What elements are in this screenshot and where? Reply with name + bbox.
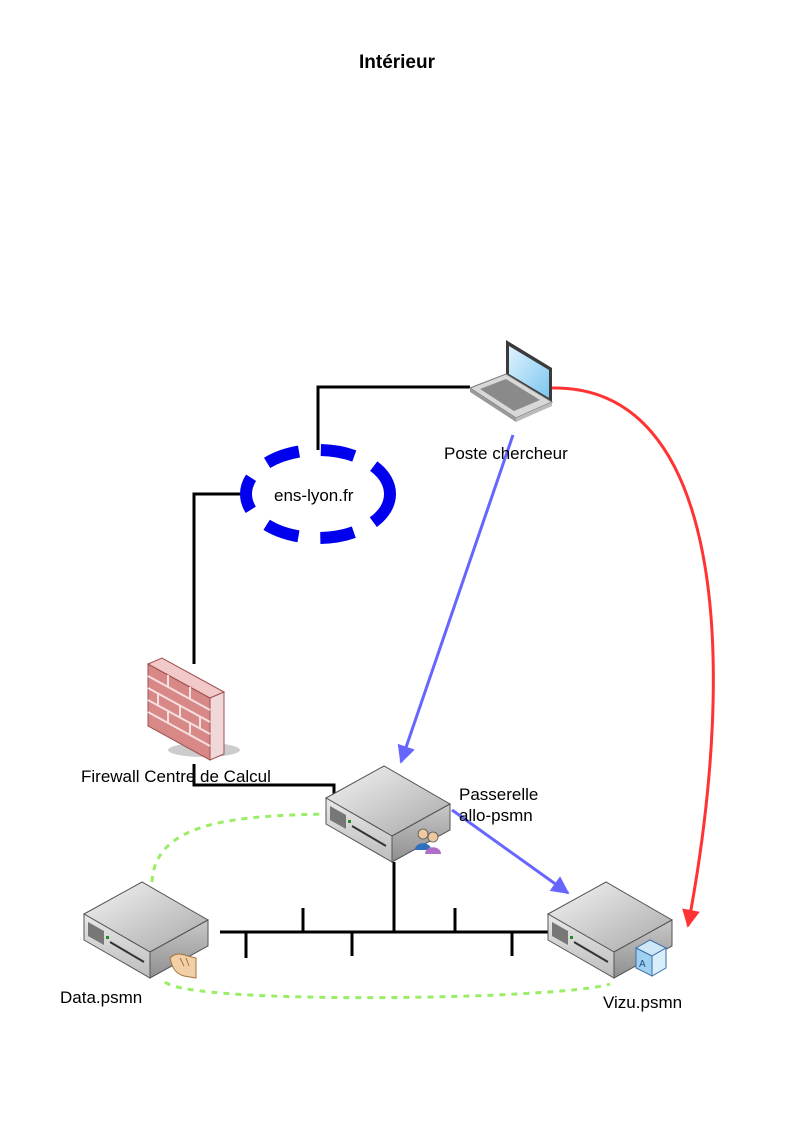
svg-text:A: A — [639, 959, 646, 970]
network-cloud-icon — [240, 444, 396, 544]
bus-taps — [244, 908, 514, 958]
laptop-network-link — [316, 385, 470, 452]
server-users-icon — [324, 765, 452, 863]
gateway-vizu-arrow — [451, 808, 570, 895]
firewall-gateway-link — [192, 764, 336, 796]
laptop-vizu-arrow — [551, 386, 715, 928]
wired-links — [192, 385, 552, 958]
firewall-label: Firewall Centre de Calcul — [81, 767, 271, 786]
server-display-icon: A — [546, 881, 674, 979]
laptop-gateway-arrow — [397, 434, 515, 764]
data-gateway-dashed-link — [150, 812, 327, 883]
network-label: ens-lyon.fr — [274, 486, 354, 505]
data-vizu-dashed-link — [163, 980, 611, 1000]
blue-arrows — [397, 434, 570, 895]
laptop-label: Poste chercheur — [444, 444, 568, 463]
gateway-label-line1: Passerelle — [459, 785, 539, 804]
vizu-server-label: Vizu.psmn — [603, 993, 683, 1012]
laptop-icon — [468, 340, 554, 422]
green-dashed-links — [150, 812, 611, 1000]
network-firewall-link — [192, 492, 243, 664]
page-title: Intérieur — [358, 52, 436, 73]
server-hand-icon — [82, 881, 210, 979]
data-server-label: Data.psmn — [60, 988, 143, 1007]
firewall-brick-icon — [146, 657, 240, 761]
gateway-label-line2: allo-psmn — [459, 806, 533, 825]
